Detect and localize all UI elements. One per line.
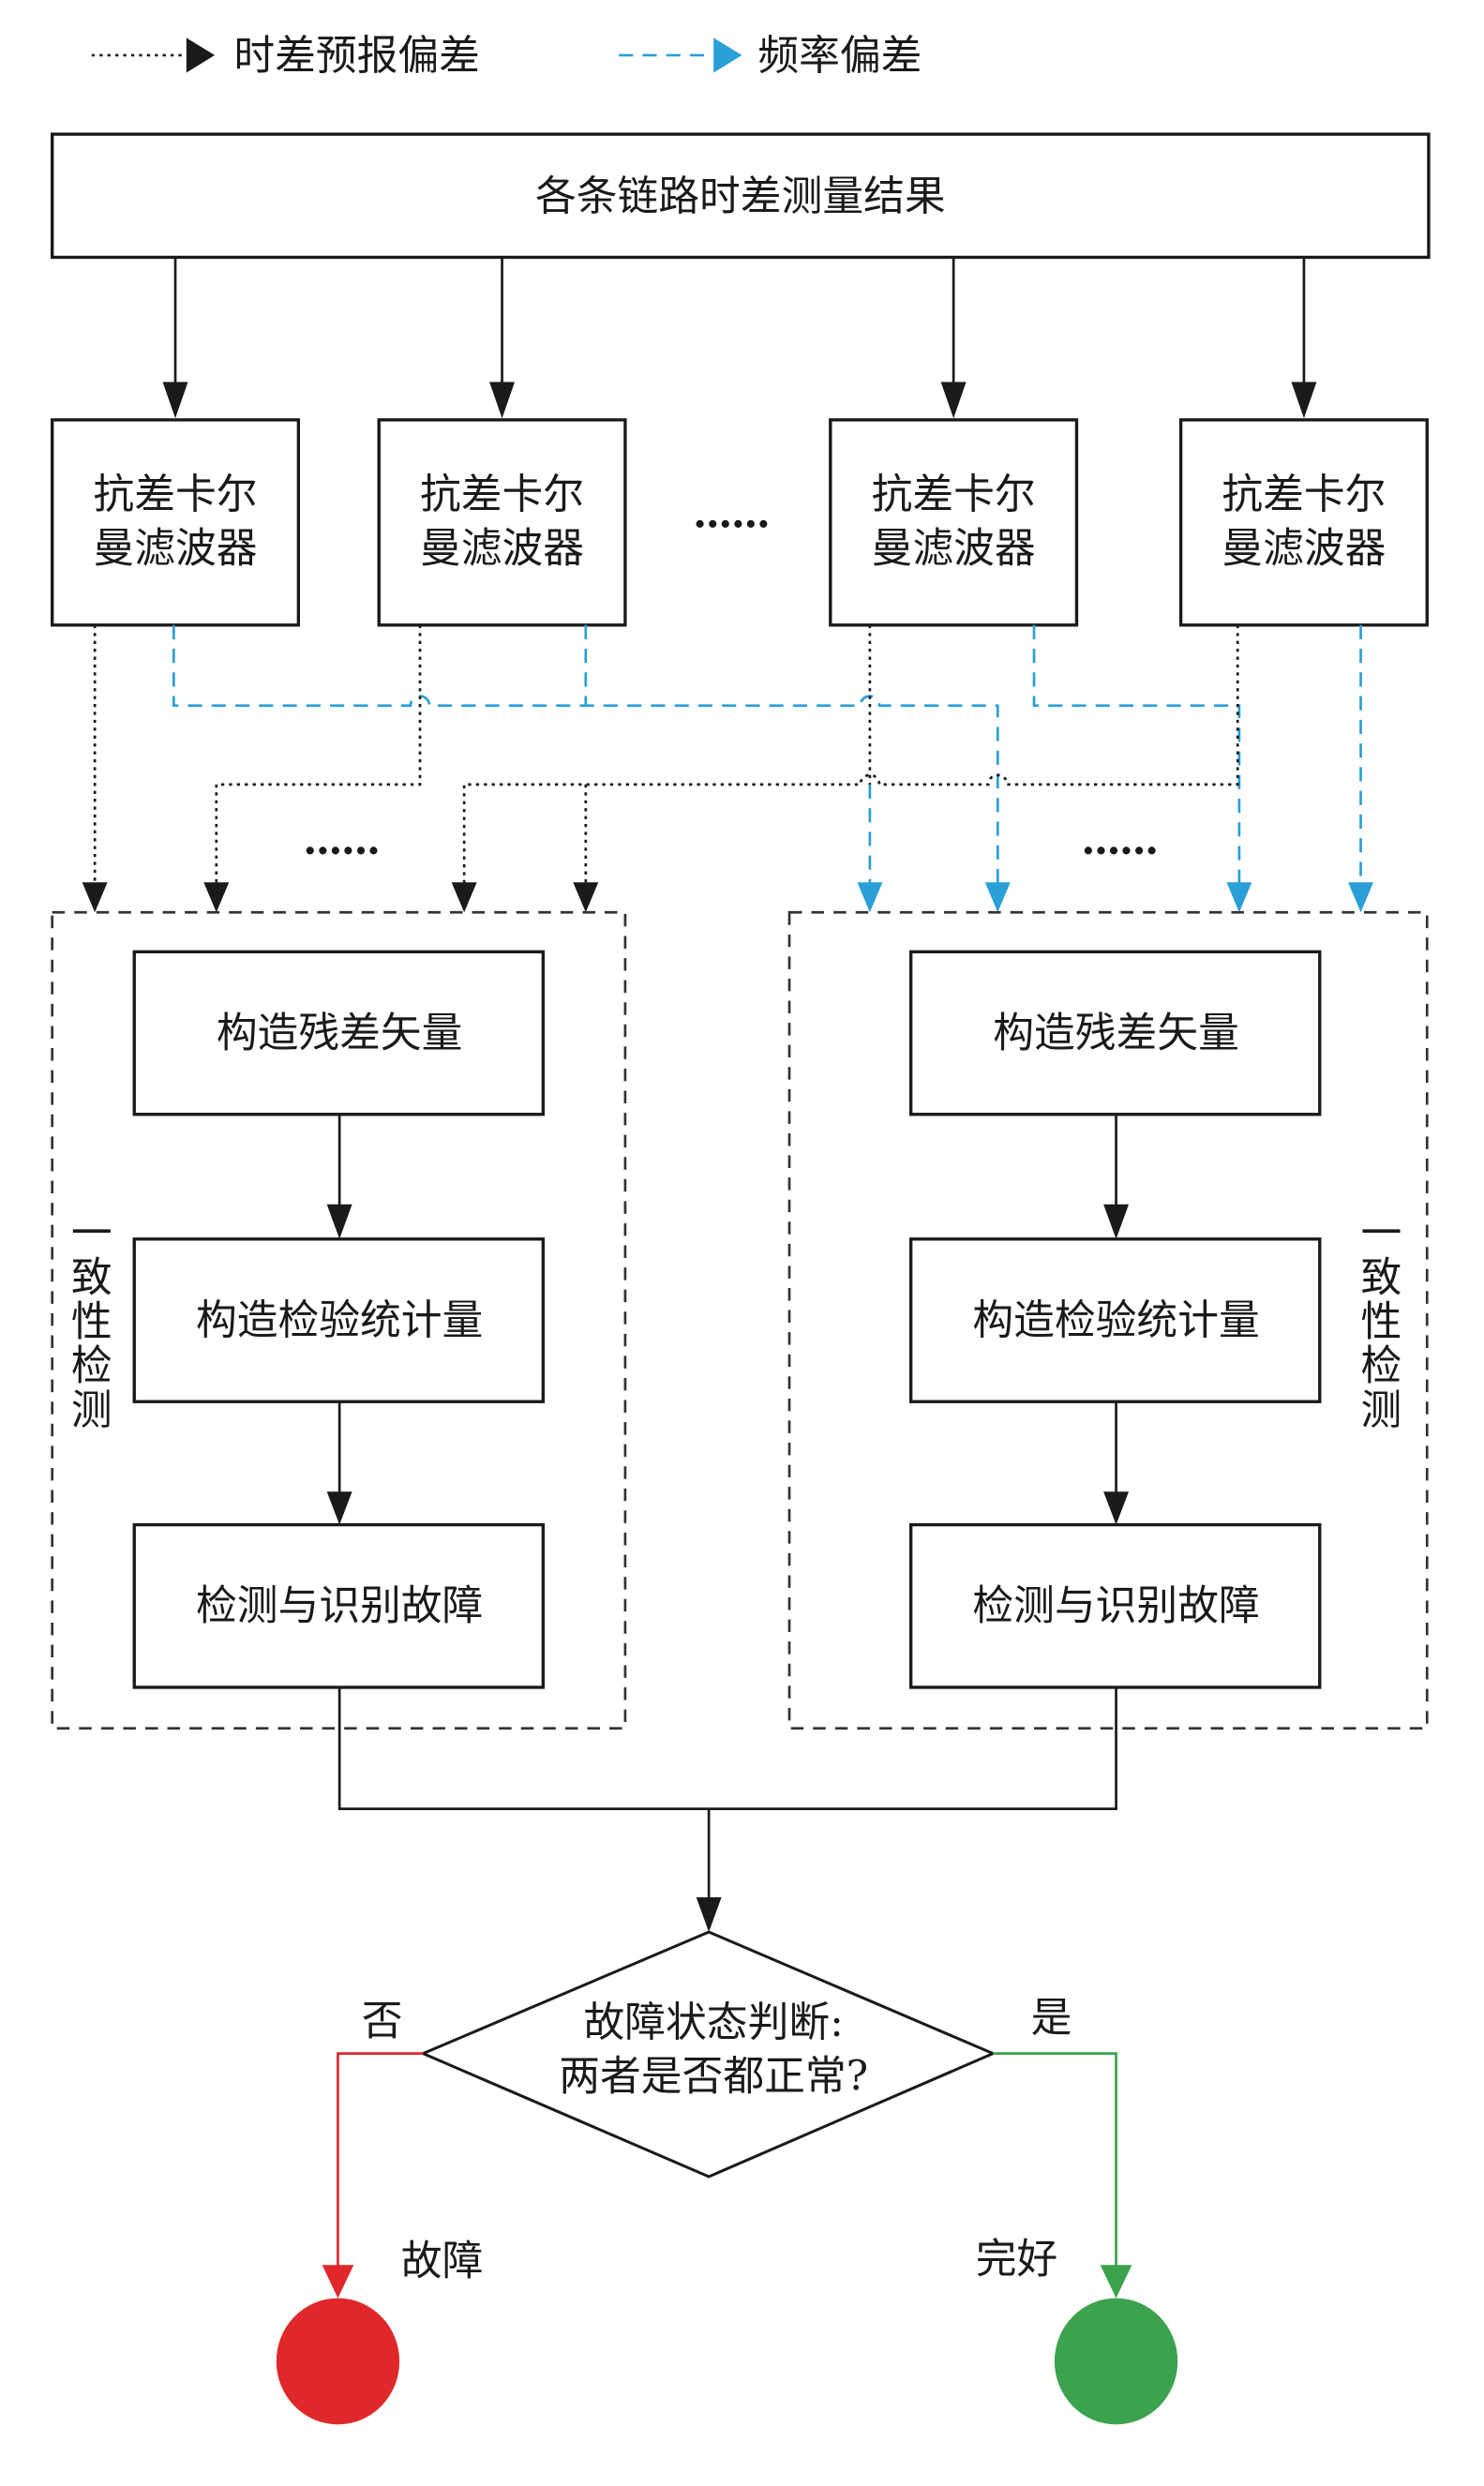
right-group-label-3: 性 [1361, 1298, 1402, 1346]
ok-indicator [1054, 2298, 1178, 2425]
right-step-detect-box [908, 1522, 1322, 1689]
left-group-label-5: 测 [71, 1386, 112, 1434]
right-ellipsis: ...... [1081, 816, 1157, 864]
left-step-residual: 构造残差矢量 [217, 1009, 463, 1056]
filter-box-1: 抗差卡尔 曼滤波器 [50, 418, 301, 627]
yes-branch: 是 完好 [976, 1994, 1178, 2425]
filter-2-line2: 曼滤波器 [420, 524, 584, 572]
decision-line-1: 故障状态判断: [584, 1999, 844, 2046]
decision-diamond: 故障状态判断: 两者是否都正常? [419, 1930, 997, 2179]
legend-freq-bias-label: 频率偏差 [757, 32, 922, 80]
fault-indicator [276, 2298, 400, 2425]
right-group-label-2: 致 [1361, 1253, 1402, 1301]
time-bias-connectors [82, 624, 1239, 913]
filter-box-4: 抗差卡尔 曼滤波器 [1178, 418, 1429, 627]
merge-connector [337, 1686, 1117, 1932]
measurement-results-label: 各条链路时差测量结果 [535, 172, 946, 220]
measurement-results-box: 各条链路时差测量结果 [50, 132, 1431, 260]
right-step-residual-box [908, 950, 1322, 1116]
no-label: 否 [362, 1997, 403, 2044]
left-group-label-4: 检 [71, 1342, 112, 1390]
ok-label: 完好 [976, 2236, 1058, 2284]
right-group-label-4: 检 [1361, 1342, 1402, 1390]
left-ellipsis: ...... [303, 816, 379, 864]
left-step-statistic: 构造检验统计量 [196, 1296, 483, 1344]
left-step-residual-box [132, 950, 546, 1116]
right-step-statistic: 构造检验统计量 [972, 1296, 1259, 1344]
yes-label: 是 [1031, 1994, 1072, 2042]
left-consistency-check-group: 一 致 性 检 测 构造残差矢量 构造检验统计量 检测与识别故障 [51, 910, 627, 1730]
right-group-label-5: 测 [1361, 1386, 1402, 1434]
legend-time-bias-arrowhead [186, 37, 216, 73]
filter-4-line1: 抗差卡尔 [1222, 471, 1386, 518]
filters-ellipsis: ...... [693, 489, 769, 537]
filter-1-line2: 曼滤波器 [93, 524, 257, 572]
left-step-detect-box [132, 1522, 546, 1689]
right-step-residual: 构造残差矢量 [993, 1009, 1239, 1056]
right-group-label-1: 一 [1361, 1209, 1402, 1257]
fault-label: 故障 [401, 2237, 484, 2284]
right-consistency-check-group: 一 致 性 检 测 构造残差矢量 构造检验统计量 检测与识别故障 [787, 910, 1429, 1730]
filter-3-line2: 曼滤波器 [872, 524, 1036, 572]
filter-2-line1: 抗差卡尔 [420, 471, 584, 518]
freq-bias-connectors [172, 624, 1374, 913]
legend-freq-bias-arrowhead [713, 37, 742, 73]
right-step-detect: 检测与识别故障 [972, 1582, 1259, 1630]
filter-box-2: 抗差卡尔 曼滤波器 [377, 418, 627, 627]
filter-4-line2: 曼滤波器 [1222, 524, 1386, 572]
filter-1-line1: 抗差卡尔 [93, 471, 257, 518]
filter-3-line1: 抗差卡尔 [872, 471, 1036, 518]
left-step-detect: 检测与识别故障 [196, 1582, 483, 1630]
legend-time-bias-label: 时差预报偏差 [233, 32, 480, 80]
left-group-label-1: 一 [71, 1209, 112, 1257]
input-arrows [162, 257, 1317, 419]
decision-line-2: 两者是否都正常? [559, 2052, 868, 2100]
left-group-label-3: 性 [71, 1298, 112, 1346]
legend: 时差预报偏差 频率偏差 [91, 32, 922, 80]
no-branch: 否 故障 [276, 1997, 484, 2425]
filter-box-3: 抗差卡尔 曼滤波器 [829, 418, 1079, 627]
left-group-label-2: 致 [71, 1253, 112, 1301]
